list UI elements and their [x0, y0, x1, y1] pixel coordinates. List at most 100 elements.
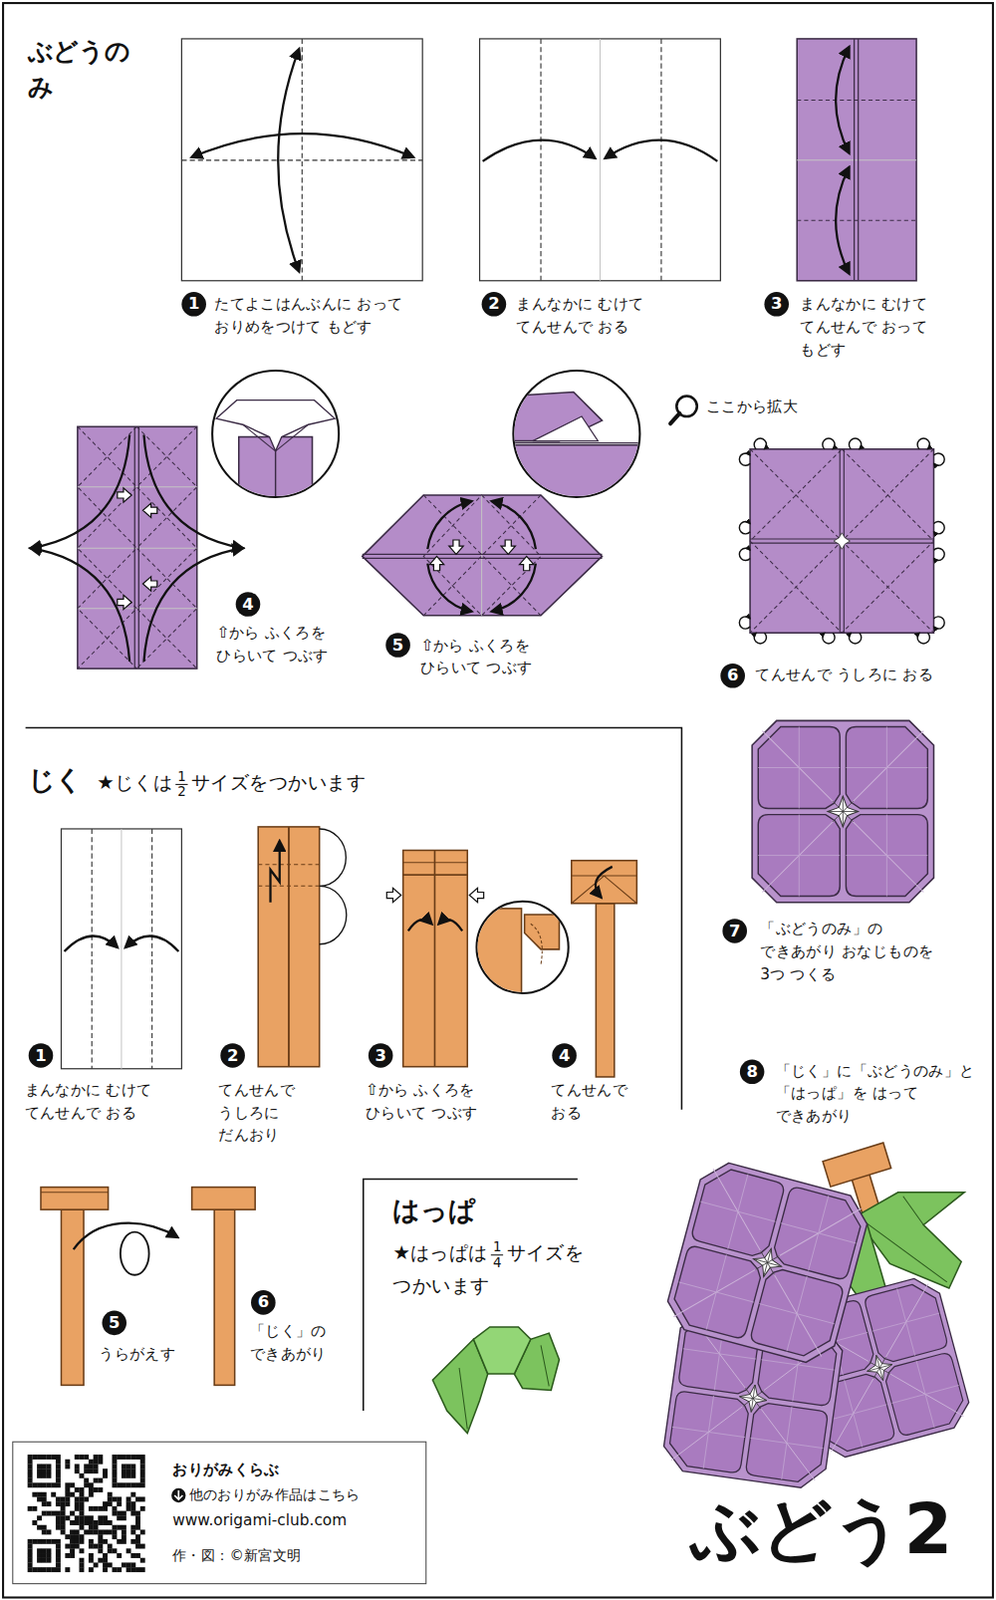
qr-code [88, 1482, 94, 1488]
qr-code [126, 1482, 132, 1488]
qr-code [50, 1566, 56, 1572]
qr-code [102, 1538, 108, 1544]
step4-detail-circle [216, 400, 335, 509]
step4-paper [136, 426, 197, 669]
qr-code [46, 1538, 52, 1544]
qr-code [55, 1557, 61, 1563]
step-number: 5 [101, 1310, 127, 1336]
qr-code [140, 1473, 146, 1479]
footer-text: 作・図：©新宮文明 [172, 1543, 301, 1565]
stem-step2-paper [270, 840, 280, 902]
qr-code [64, 1543, 70, 1549]
fold-back-arrows [753, 632, 766, 644]
qr-code [107, 1495, 113, 1501]
qr-code [102, 1552, 108, 1558]
qr-code [97, 1519, 103, 1525]
qr-code [36, 1463, 42, 1469]
qr-code [79, 1557, 85, 1563]
qr-code [116, 1514, 122, 1520]
step6-paper [749, 449, 934, 633]
stem-step3-paper [408, 919, 433, 931]
step4-paper [30, 547, 130, 662]
fold-back-arrows [739, 438, 945, 644]
qr-code [130, 1463, 136, 1469]
step1-square [192, 133, 414, 158]
section-heading: ぶどうの み [27, 34, 143, 106]
qr-code [111, 1528, 117, 1534]
qr-code [121, 1454, 127, 1460]
step5-detail-circle [509, 391, 643, 506]
qr-code [126, 1505, 132, 1511]
qr-code [36, 1547, 42, 1553]
instruction-text: サイズをつかいます [191, 770, 366, 794]
step6-paper [833, 532, 850, 549]
qr-code [93, 1519, 99, 1525]
qr-code [64, 1487, 70, 1493]
qr-code [116, 1566, 122, 1572]
qr-code [116, 1524, 122, 1530]
qr-code [102, 1557, 108, 1563]
qr-code [46, 1557, 52, 1563]
qr-code [97, 1505, 103, 1511]
step5-paper [492, 500, 536, 549]
step5-paper [449, 539, 464, 554]
qr-code [135, 1495, 141, 1501]
download-icon [171, 1488, 186, 1502]
qr-code [111, 1482, 117, 1488]
qr-code [83, 1495, 89, 1501]
step4-paper [136, 426, 197, 669]
qr-code [36, 1552, 42, 1558]
qr-code [64, 1566, 70, 1572]
qr-code [55, 1538, 61, 1544]
download-icon [174, 1490, 183, 1499]
qr-code [46, 1482, 52, 1488]
fold-back-arrows [933, 453, 945, 466]
qr-code [36, 1566, 42, 1572]
qr-code [130, 1468, 136, 1474]
qr-code [88, 1552, 94, 1558]
qr-code [130, 1500, 136, 1506]
stem-step5-paper [40, 1187, 178, 1386]
qr-code [69, 1528, 75, 1534]
step4-paper [134, 426, 136, 669]
stem-step3-paper [434, 849, 437, 1066]
qr-code [83, 1463, 89, 1469]
qr-code [60, 1505, 66, 1511]
stem-step1-paper [60, 828, 182, 1069]
qr-code [27, 1473, 33, 1479]
qr-code [69, 1482, 75, 1488]
qr-code [140, 1543, 146, 1549]
stem-step1-paper [151, 828, 153, 1069]
qr-code [60, 1495, 66, 1501]
qr-code [93, 1561, 99, 1567]
qr-code [102, 1505, 108, 1511]
step-number: 6 [250, 1289, 276, 1315]
qr-code [74, 1505, 80, 1511]
step5-paper [362, 495, 603, 616]
qr-code [50, 1510, 56, 1516]
step-number: 3 [763, 291, 789, 317]
qr-code [69, 1543, 75, 1549]
qr-code [74, 1543, 80, 1549]
qr-code [135, 1482, 141, 1488]
qr-code [97, 1533, 103, 1539]
qr-code [116, 1482, 122, 1488]
qr-code [55, 1524, 61, 1530]
qr-code [88, 1538, 94, 1544]
step1-square [181, 38, 423, 281]
section-heading: はっぱ [392, 1192, 476, 1232]
qr-code [55, 1566, 61, 1572]
qr-code [140, 1463, 146, 1469]
qr-code [140, 1478, 146, 1484]
qr-code [88, 1557, 94, 1563]
qr-code [55, 1561, 61, 1567]
step3-paper [796, 99, 917, 101]
qr-code [130, 1505, 136, 1511]
stem-finished [192, 1187, 256, 1386]
step5-detail-circle [509, 442, 643, 444]
step4-paper [142, 502, 157, 517]
fold-back-arrows [739, 547, 750, 560]
qr-code [88, 1487, 94, 1493]
qr-code [93, 1505, 99, 1511]
